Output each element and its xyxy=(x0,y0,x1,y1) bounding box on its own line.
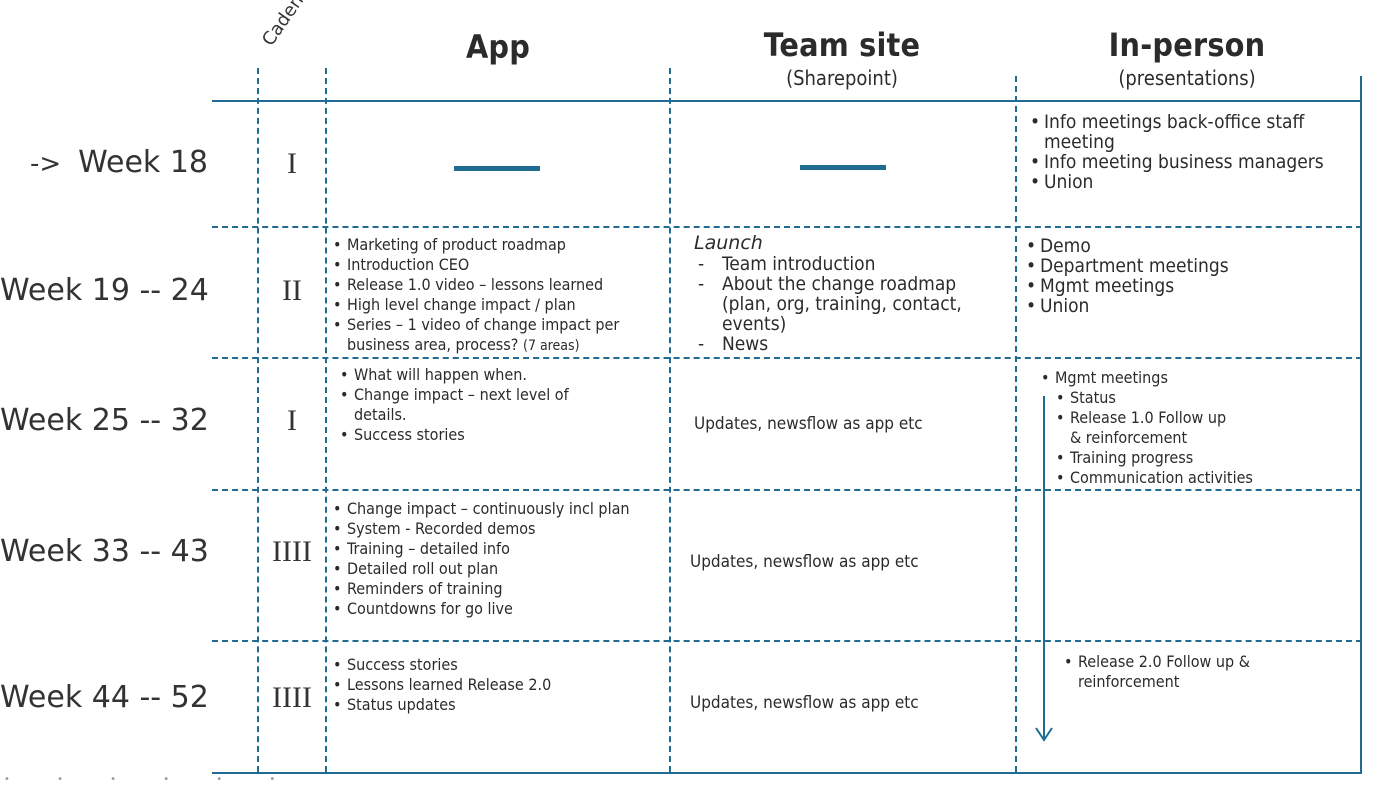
list-item: Team introduction xyxy=(694,254,962,274)
in-person-header: In-person (presentations) xyxy=(1087,26,1287,90)
list-item: Success stories xyxy=(333,655,551,675)
list-item: Union xyxy=(1026,296,1229,316)
list-item: Lessons learned Release 2.0 xyxy=(333,675,551,695)
list-item: Mgmt meetings xyxy=(1026,276,1229,296)
row-divider xyxy=(212,226,1362,228)
decorative-dots: • • • • • • xyxy=(4,774,298,785)
list-item: Release 1.0 Follow up xyxy=(1056,408,1253,428)
col-divider xyxy=(1015,76,1017,772)
team-site-title: Team site xyxy=(763,26,921,64)
week-label: Week 44 -- 52 xyxy=(0,680,209,715)
list-item: Release 1.0 video – lessons learned xyxy=(333,275,619,295)
row4-app-list: Change impact – continuously incl plan S… xyxy=(333,499,630,619)
empty-app-dash xyxy=(454,166,540,171)
list-item: Union xyxy=(1030,172,1324,192)
list-item: Mgmt meetings xyxy=(1041,368,1168,388)
row3-inperson-list: Status Release 1.0 Follow up & reinforce… xyxy=(1056,388,1253,488)
list-item-continuation: meeting xyxy=(1044,131,1115,153)
list-item: High level change impact / plan xyxy=(333,295,619,315)
header-rule xyxy=(212,100,1362,102)
areas-note: (7 areas) xyxy=(523,338,580,354)
in-person-subtitle: (presentations) xyxy=(1118,66,1256,90)
list-item-continuation: business area, process? (7 areas) xyxy=(333,335,619,356)
row3-app-list: What will happen when. Change impact – n… xyxy=(340,365,569,445)
list-item: Countdowns for go live xyxy=(333,599,630,619)
list-item: Success stories xyxy=(340,425,569,445)
empty-team-dash xyxy=(800,165,886,170)
table-right-rule xyxy=(1360,76,1362,773)
list-item: Status updates xyxy=(333,695,551,715)
list-item: Communication activities xyxy=(1056,468,1253,488)
in-person-title: In-person xyxy=(1108,26,1266,64)
cadence-mark: IIII xyxy=(272,535,312,568)
list-item: Reminders of training xyxy=(333,579,630,599)
continuation-text: business area, process? xyxy=(347,335,519,354)
week-label: Week 19 -- 24 xyxy=(0,273,209,308)
list-item-continuation: events) xyxy=(722,313,787,335)
row2-app-list: Marketing of product roadmap Introductio… xyxy=(333,235,619,356)
list-item: Training progress xyxy=(1056,448,1253,468)
list-item-continuation: details. xyxy=(354,405,407,424)
timeline-arrow-icon xyxy=(1035,396,1053,742)
row-divider xyxy=(212,640,1362,642)
list-item: Department meetings xyxy=(1026,256,1229,276)
list-item: Demo xyxy=(1026,236,1229,256)
list-item-continuation: (plan, org, training, contact, xyxy=(722,293,962,315)
table-bottom-rule xyxy=(212,772,1362,774)
list-item: Marketing of product roadmap xyxy=(333,235,619,255)
list-item: Info meetings back-office staff xyxy=(1030,112,1324,132)
list-item: Series – 1 video of change impact per xyxy=(333,315,619,335)
col-divider xyxy=(669,68,671,772)
row-divider xyxy=(212,489,1362,491)
week-label: Week 25 -- 32 xyxy=(0,403,209,438)
row-divider xyxy=(212,357,1362,359)
list-item: What will happen when. xyxy=(340,365,569,385)
row2-inperson-list: Demo Department meetings Mgmt meetings U… xyxy=(1026,236,1229,316)
list-item: Detailed roll out plan xyxy=(333,559,630,579)
team-site-subtitle: (Sharepoint) xyxy=(786,66,898,90)
col-divider xyxy=(257,68,259,772)
list-item: Release 2.0 Follow up & xyxy=(1064,652,1250,672)
row5-app-list: Success stories Lessons learned Release … xyxy=(333,655,551,715)
cadence-mark: I xyxy=(287,404,297,437)
app-header: App xyxy=(398,28,598,66)
week-label: Week 33 -- 43 xyxy=(0,534,209,569)
list-item: Training – detailed info xyxy=(333,539,630,559)
team-updates-text: Updates, newsflow as app etc xyxy=(690,552,919,572)
launch-heading: Launch xyxy=(694,232,763,254)
list-item: About the change roadmap xyxy=(694,274,962,294)
cadence-header: Cadence xyxy=(258,0,321,51)
cadence-mark: IIII xyxy=(272,681,312,714)
list-item: News xyxy=(694,334,962,354)
list-item: System - Recorded demos xyxy=(333,519,630,539)
list-item: Change impact – continuously incl plan xyxy=(333,499,630,519)
cadence-mark: I xyxy=(287,147,297,180)
team-site-header: Team site (Sharepoint) xyxy=(742,26,942,90)
list-item-continuation: & reinforcement xyxy=(1070,428,1188,447)
app-title: App xyxy=(465,28,531,66)
cadence-mark: II xyxy=(282,274,302,307)
row1-inperson-list: Info meetings back-office staff meeting … xyxy=(1030,112,1324,192)
list-item: Introduction CEO xyxy=(333,255,619,275)
row5-inperson-list: Release 2.0 Follow up & reinforcement xyxy=(1064,652,1250,692)
col-divider xyxy=(325,68,327,772)
team-updates-text: Updates, newsflow as app etc xyxy=(694,414,923,434)
list-item: Status xyxy=(1056,388,1253,408)
list-item-continuation: reinforcement xyxy=(1078,672,1180,691)
week-label: Week 18 xyxy=(78,145,208,180)
list-item: Info meeting business managers xyxy=(1030,152,1324,172)
list-item: Change impact – next level of xyxy=(340,385,569,405)
row3-inperson-head: Mgmt meetings xyxy=(1041,368,1168,388)
row2-team-list: Team introduction About the change roadm… xyxy=(694,254,962,354)
team-updates-text: Updates, newsflow as app etc xyxy=(690,693,919,713)
arrow-marker: -> xyxy=(30,149,62,179)
